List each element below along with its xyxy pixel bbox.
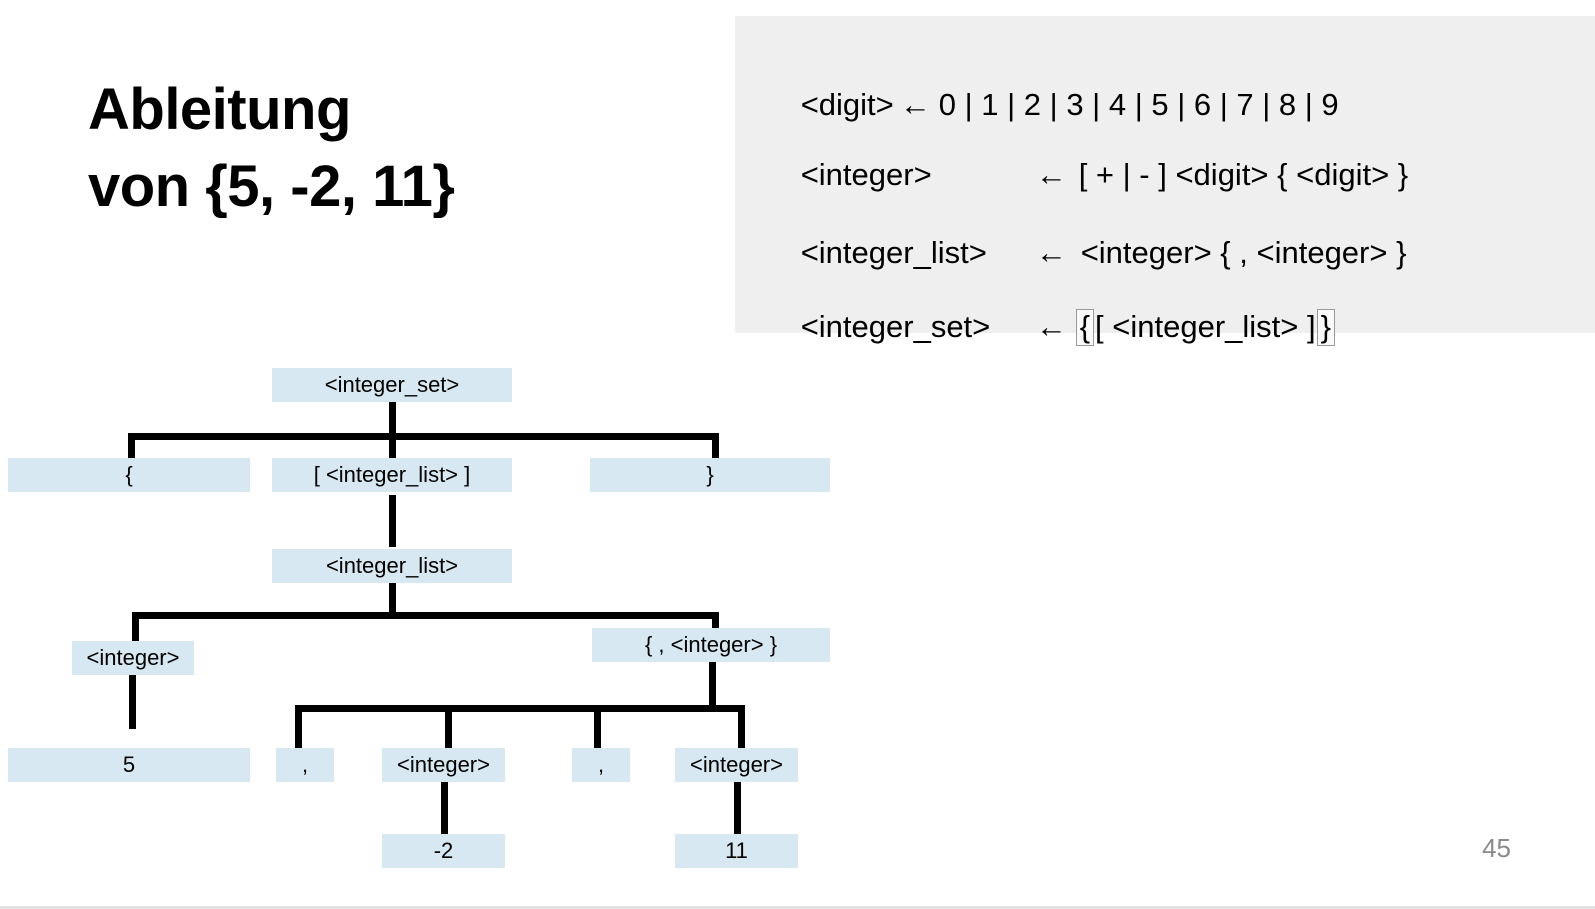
tree-node-value-minus2: -2	[382, 834, 505, 868]
grammar-rule-digit: <digit>←0 | 1 | 2 | 3 | 4 | 5 | 6 | 7 | …	[749, 58, 1339, 151]
tree-node-comma-second: ,	[572, 748, 630, 782]
tree-edge-to-list-opt	[389, 433, 396, 467]
tree-edge-level1-bar	[128, 433, 719, 440]
tree-edge-to-brace-open	[128, 433, 135, 467]
grammar-rule-integer-lhs: <integer>	[800, 157, 932, 192]
tree-edge-level4-bar	[295, 705, 745, 712]
tree-edge-integer-first-to-5	[129, 675, 136, 729]
tree-edge-integer-second-to-minus2	[441, 782, 448, 836]
tree-node-integer-second: <integer>	[382, 748, 505, 782]
tree-edge-to-comma-1	[295, 705, 302, 753]
tree-edge-to-integer-1	[132, 612, 139, 648]
tree-node-value-5: 5	[8, 748, 250, 782]
page-title: Ableitung von {5, -2, 11}	[88, 77, 455, 219]
tree-edge-to-integer-2	[445, 705, 452, 753]
grammar-rule-integer-set-middle: [ <integer_list> ]	[1095, 309, 1316, 344]
tree-node-repeat-group: { , <integer> }	[592, 628, 830, 662]
grammar-rule-integer-set-lhs: <integer_set>	[800, 309, 991, 344]
tree-node-integer-third: <integer>	[675, 748, 798, 782]
grammar-rule-digit-lhs: <digit>	[800, 87, 894, 122]
grammar-rule-integer-list: <integer_list> ← <integer> { , <integer> }	[749, 206, 1407, 299]
tree-node-brace-close: }	[590, 458, 830, 492]
page-number: 45	[1482, 833, 1511, 863]
tree-edge-root-stem	[389, 402, 396, 440]
tree-edge-list-stem	[389, 583, 396, 619]
tree-node-comma-first: ,	[276, 748, 334, 782]
tree-edge-to-comma-2	[594, 705, 601, 753]
grammar-rule-digit-rhs: 0 | 1 | 2 | 3 | 4 | 5 | 6 | 7 | 8 | 9	[938, 87, 1339, 122]
tree-node-value-11: 11	[675, 834, 798, 868]
tree-edge-to-integer-3	[738, 705, 745, 753]
tree-node-integer-set: <integer_set>	[272, 368, 512, 402]
tree-edge-list-opt-to-list	[389, 495, 396, 547]
grammar-rule-integer-list-rhs: <integer> { , <integer> }	[1080, 235, 1407, 270]
tree-edge-level3-bar	[132, 612, 719, 619]
tree-edge-repeat-group-stem	[709, 662, 716, 710]
grammar-rule-integer-set: <integer_set> ←{[ <integer_list> ]}	[749, 278, 1336, 377]
grammar-boxed-close-brace: }	[1316, 309, 1335, 346]
grammar-panel: <digit>←0 | 1 | 2 | 3 | 4 | 5 | 6 | 7 | …	[735, 16, 1595, 346]
tree-node-list-optional: [ <integer_list> ]	[272, 458, 512, 492]
grammar-rule-integer-list-lhs: <integer_list>	[800, 235, 987, 270]
tree-node-integer-first: <integer>	[72, 641, 194, 675]
grammar-rule-integer-set-arrow: ←	[1035, 309, 1067, 344]
tree-edge-integer-third-to-11	[734, 782, 741, 836]
grammar-rule-integer: <integer> ← [ + | - ] <digit> { <digit> }	[749, 128, 1408, 221]
grammar-rule-integer-arrow: ←	[1035, 157, 1067, 192]
tree-node-integer-list: <integer_list>	[272, 549, 512, 583]
tree-node-brace-open: {	[8, 458, 250, 492]
grammar-rule-integer-list-arrow: ←	[1035, 235, 1067, 270]
tree-edge-to-brace-close	[712, 433, 719, 467]
grammar-boxed-open-brace: {	[1075, 309, 1095, 346]
bottom-divider	[0, 906, 1595, 909]
grammar-rule-digit-arrow: ←	[899, 87, 931, 122]
derivation-tree: <integer_set> { [ <integer_list> ] } <in…	[0, 350, 860, 895]
grammar-rule-integer-rhs: [ + | - ] <digit> { <digit> }	[1078, 157, 1409, 192]
